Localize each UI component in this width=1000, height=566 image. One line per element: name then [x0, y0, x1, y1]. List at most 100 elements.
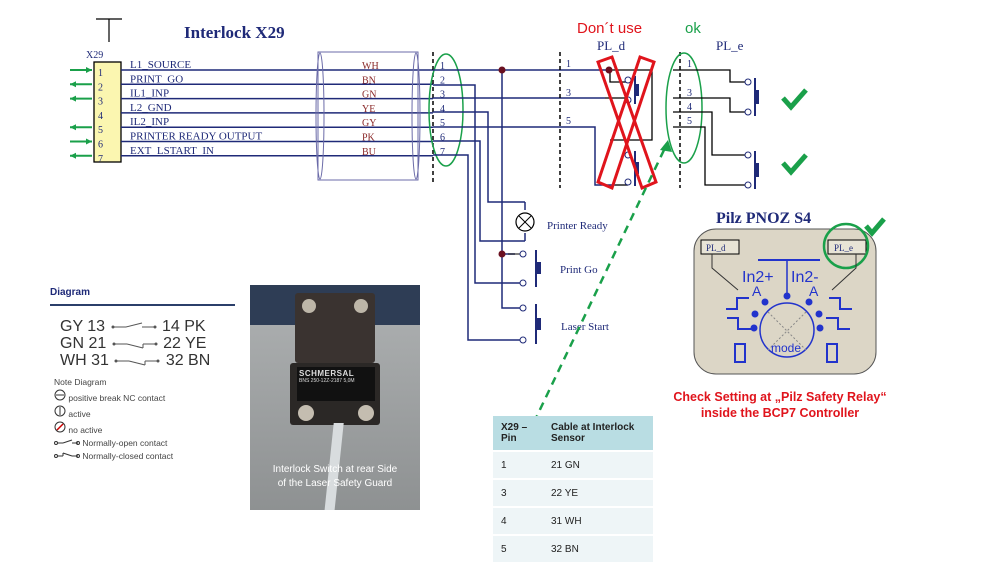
ok-check-icon [781, 153, 808, 176]
legend-item: Normally-closed contact [54, 450, 235, 463]
interlock-switch-photo: SCHMERSAL BNS 250-12Z-2187 5,0M Interloc… [250, 285, 420, 510]
relay-pl-e-box [827, 239, 867, 255]
contact-row: GY 13 14 PK [60, 318, 206, 335]
svg-text:A: A [752, 283, 762, 299]
wire-color-label: GY [362, 118, 376, 129]
active-icon [54, 405, 66, 417]
connector-label: X29 [86, 50, 103, 61]
wire-color-label: BN [362, 75, 376, 86]
print-go-button-symbol [508, 250, 541, 287]
device-label-printer-ready: Printer Ready [547, 220, 608, 232]
legend-item: active [54, 405, 235, 421]
diagram-heading: Diagram [50, 287, 91, 298]
terminal-highlight-ellipse [428, 53, 464, 167]
signal-label: EXT_LSTART_IN [130, 145, 214, 157]
connector-pin-number: 4 [98, 111, 103, 122]
svg-text:1: 1 [566, 59, 571, 70]
screw-icon [354, 299, 368, 313]
cable-bundle [317, 51, 419, 181]
arrow-head-icon [70, 81, 76, 88]
wire-color-label: PK [362, 133, 376, 144]
junction-dot [498, 250, 506, 258]
svg-text:5: 5 [566, 116, 571, 127]
pl-e-switches [744, 78, 759, 189]
terminal-number: 5 [440, 118, 445, 129]
terminal-number: 3 [440, 90, 445, 101]
relay-in2-minus: In2- [791, 269, 819, 286]
contact-row: GN 21 22 YE [60, 335, 207, 352]
legend-item: no active [54, 421, 235, 437]
note-legend: positive break NC contact active no acti… [54, 389, 235, 463]
arrow-head-icon [70, 124, 76, 131]
pl-e-status: ok [685, 20, 701, 37]
normally-closed-icon [112, 342, 158, 349]
relay-title: Pilz PNOZ S4 [716, 210, 811, 227]
pl-e-label: PL_e [716, 38, 744, 53]
signal-label: PRINTER READY OUTPUT [130, 131, 262, 143]
column-header: X29 – Pin [493, 416, 543, 450]
signal-label: L1_SOURCE [130, 59, 191, 71]
ok-check-icon [781, 88, 808, 111]
note-diagram-title: Note Diagram [54, 377, 107, 387]
reference-arrow [533, 149, 666, 421]
terminal-number: 6 [440, 133, 445, 144]
wire-color-label: YE [362, 104, 375, 115]
svg-text:PL_e: PL_e [834, 243, 853, 253]
pilz-relay-panel [693, 228, 877, 375]
divider [50, 304, 235, 306]
svg-text:4: 4 [687, 102, 692, 113]
terminal-number: 7 [440, 147, 445, 158]
svg-text:3: 3 [687, 88, 692, 99]
x29-connector [93, 61, 122, 163]
pl-e-wiring [673, 69, 745, 186]
screw-icon [302, 299, 316, 313]
printer-ready-lamp [515, 212, 535, 232]
screw-icon [358, 405, 374, 421]
svg-text:1: 1 [687, 59, 692, 70]
pl-d-warning: Don´t use [577, 20, 642, 37]
relay-pl-e-highlight [822, 222, 870, 270]
arrow-head-icon [660, 140, 672, 152]
svg-text:3: 3 [566, 88, 571, 99]
routing-wires [433, 69, 615, 341]
check-setting-note: Check Setting at „Pilz Safety Relay“ ins… [673, 390, 887, 420]
signal-label: PRINT_GO [130, 73, 183, 85]
terminal-number: 1 [440, 61, 445, 72]
photo-caption: Interlock Switch at rear Side of the Las… [272, 464, 398, 489]
connector-pin-number: 7 [98, 154, 103, 165]
normally-closed-icon [114, 359, 160, 366]
relay-in2-plus: In2+ [742, 269, 774, 286]
svg-text:PL_d: PL_d [706, 243, 726, 253]
schematic-title: Interlock X29 [184, 23, 285, 42]
contact-diagram: Diagram GY 13 14 PK GN 21 22 YE WH 31 32… [50, 287, 235, 487]
connector-pin-number: 6 [98, 140, 103, 151]
terminal-number: 2 [440, 75, 445, 86]
dont-use-cross-icon [596, 55, 658, 191]
pl-e-highlight-ellipse [665, 52, 703, 164]
svg-text:5: 5 [687, 116, 692, 127]
arrow-head-icon [86, 67, 92, 73]
pl-d-label: PL_d [597, 38, 626, 53]
relay-timing-symbols [726, 297, 852, 363]
arrow-head-icon [70, 152, 76, 159]
signal-label: IL2_INP [130, 116, 169, 128]
column-header: Cable at Interlock Sensor [543, 416, 653, 450]
signal-label: L2_GND [130, 102, 172, 114]
mode-label: mode [771, 341, 801, 355]
connector-pin-number: 2 [98, 82, 103, 93]
arrow-head-icon [70, 95, 76, 102]
contact-rows: GY 13 14 PK GN 21 22 YE WH 31 32 BN [60, 318, 235, 369]
table-header-row: X29 – Pin Cable at Interlock Sensor [493, 416, 653, 450]
laser-start-button-symbol [519, 304, 541, 344]
ok-check-icon [864, 217, 886, 237]
no-active-icon [54, 421, 66, 433]
normally-closed-icon [54, 452, 80, 458]
wire-color-label: GN [362, 90, 376, 101]
